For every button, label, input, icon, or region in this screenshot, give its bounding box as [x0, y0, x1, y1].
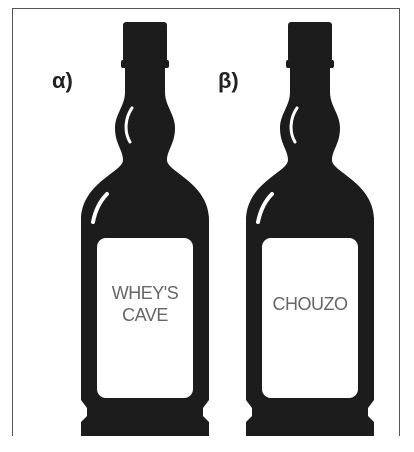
bottle-label-alpha-line-2: CAVE	[122, 305, 168, 325]
panel-label-alpha: α)	[52, 68, 73, 93]
bottle-label-beta: CHOUZO	[262, 293, 358, 315]
panel-label-beta: β)	[218, 68, 239, 93]
bottle-label-alpha: WHEY'S CAVE	[100, 282, 190, 326]
bottle-label-alpha-line-1: WHEY'S	[111, 283, 179, 303]
bottle-alpha	[79, 20, 211, 447]
bottle-beta	[244, 20, 376, 447]
frame-gap	[12, 436, 400, 452]
bottle-label-beta-line-1: CHOUZO	[272, 294, 349, 314]
figure-frame	[12, 8, 400, 448]
